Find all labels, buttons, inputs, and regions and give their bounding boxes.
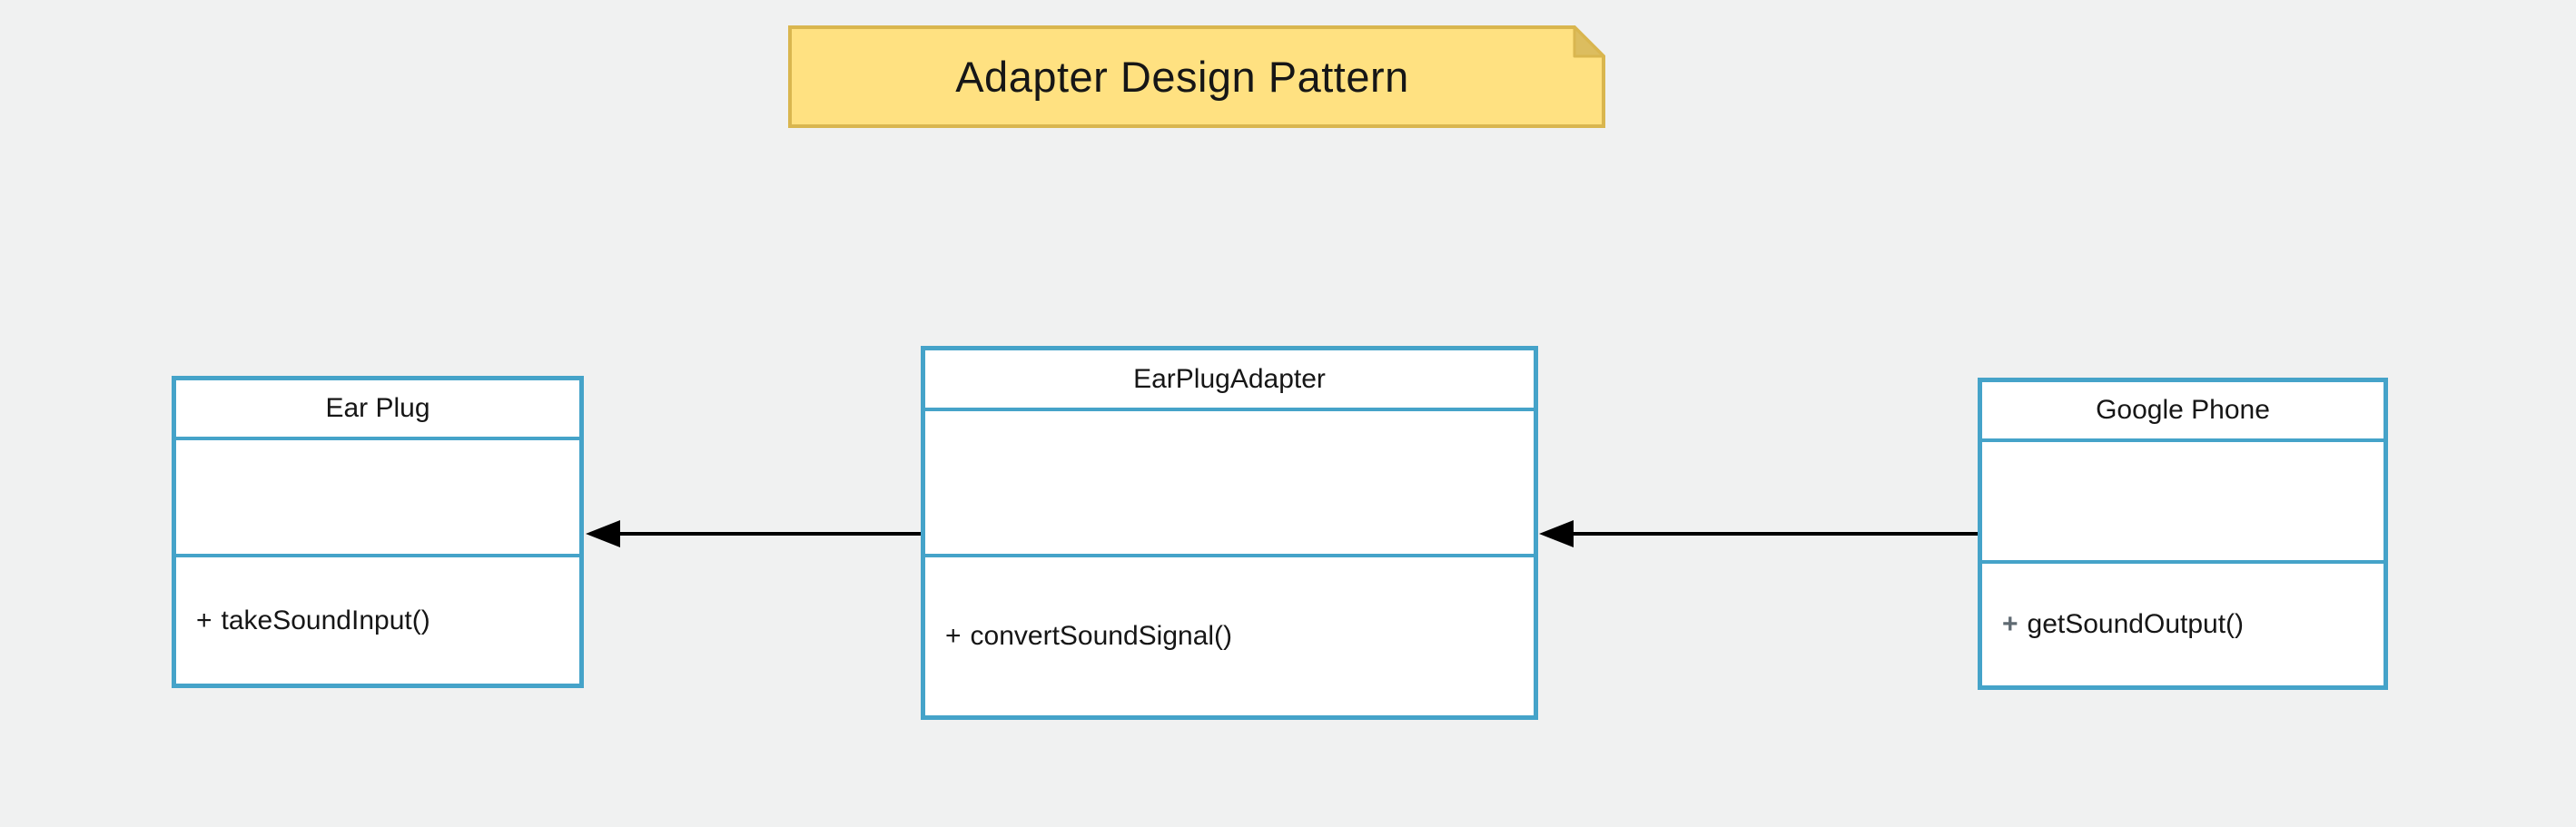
class-name: Ear Plug xyxy=(325,393,430,423)
visibility-plus: + xyxy=(945,621,962,651)
class-name-compartment: Google Phone xyxy=(1982,382,2384,438)
methods-compartment: + getSoundOutput() xyxy=(1982,560,2384,685)
method-item: + getSoundOutput() xyxy=(2002,609,2244,640)
title-note-shape[interactable]: Adapter Design Pattern xyxy=(788,25,1605,128)
note-fold-corner-icon xyxy=(1573,25,1605,58)
diagram-title: Adapter Design Pattern xyxy=(955,53,1409,101)
method-item: + convertSoundSignal() xyxy=(945,621,1232,652)
connector-adapter-to-earplug[interactable] xyxy=(586,520,923,547)
class-name: EarPlugAdapter xyxy=(1133,363,1326,394)
visibility-plus: + xyxy=(2002,609,2018,639)
class-box-ear-plug[interactable]: Ear Plug + takeSoundInput() xyxy=(172,376,584,688)
left-arrowhead-icon xyxy=(586,520,620,547)
method-signature: getSoundOutput() xyxy=(2027,609,2245,639)
method-signature: convertSoundSignal() xyxy=(970,621,1233,651)
left-arrowhead-icon xyxy=(1539,520,1574,547)
attributes-compartment xyxy=(925,408,1534,554)
method-item: + takeSoundInput() xyxy=(196,605,430,636)
methods-compartment: + takeSoundInput() xyxy=(176,554,579,684)
class-name-compartment: Ear Plug xyxy=(176,380,579,437)
class-name-compartment: EarPlugAdapter xyxy=(925,350,1534,408)
visibility-plus: + xyxy=(196,605,212,635)
class-box-google-phone[interactable]: Google Phone + getSoundOutput() xyxy=(1978,378,2388,690)
attributes-compartment xyxy=(176,437,579,554)
note-body xyxy=(788,25,1605,128)
connector-phone-to-adapter[interactable] xyxy=(1539,520,1978,547)
method-signature: takeSoundInput() xyxy=(221,605,430,635)
note-outline xyxy=(788,25,1605,128)
class-box-ear-plug-adapter[interactable]: EarPlugAdapter + convertSoundSignal() xyxy=(921,346,1538,720)
methods-compartment: + convertSoundSignal() xyxy=(925,554,1534,715)
attributes-compartment xyxy=(1982,438,2384,560)
class-name: Google Phone xyxy=(2096,395,2270,425)
